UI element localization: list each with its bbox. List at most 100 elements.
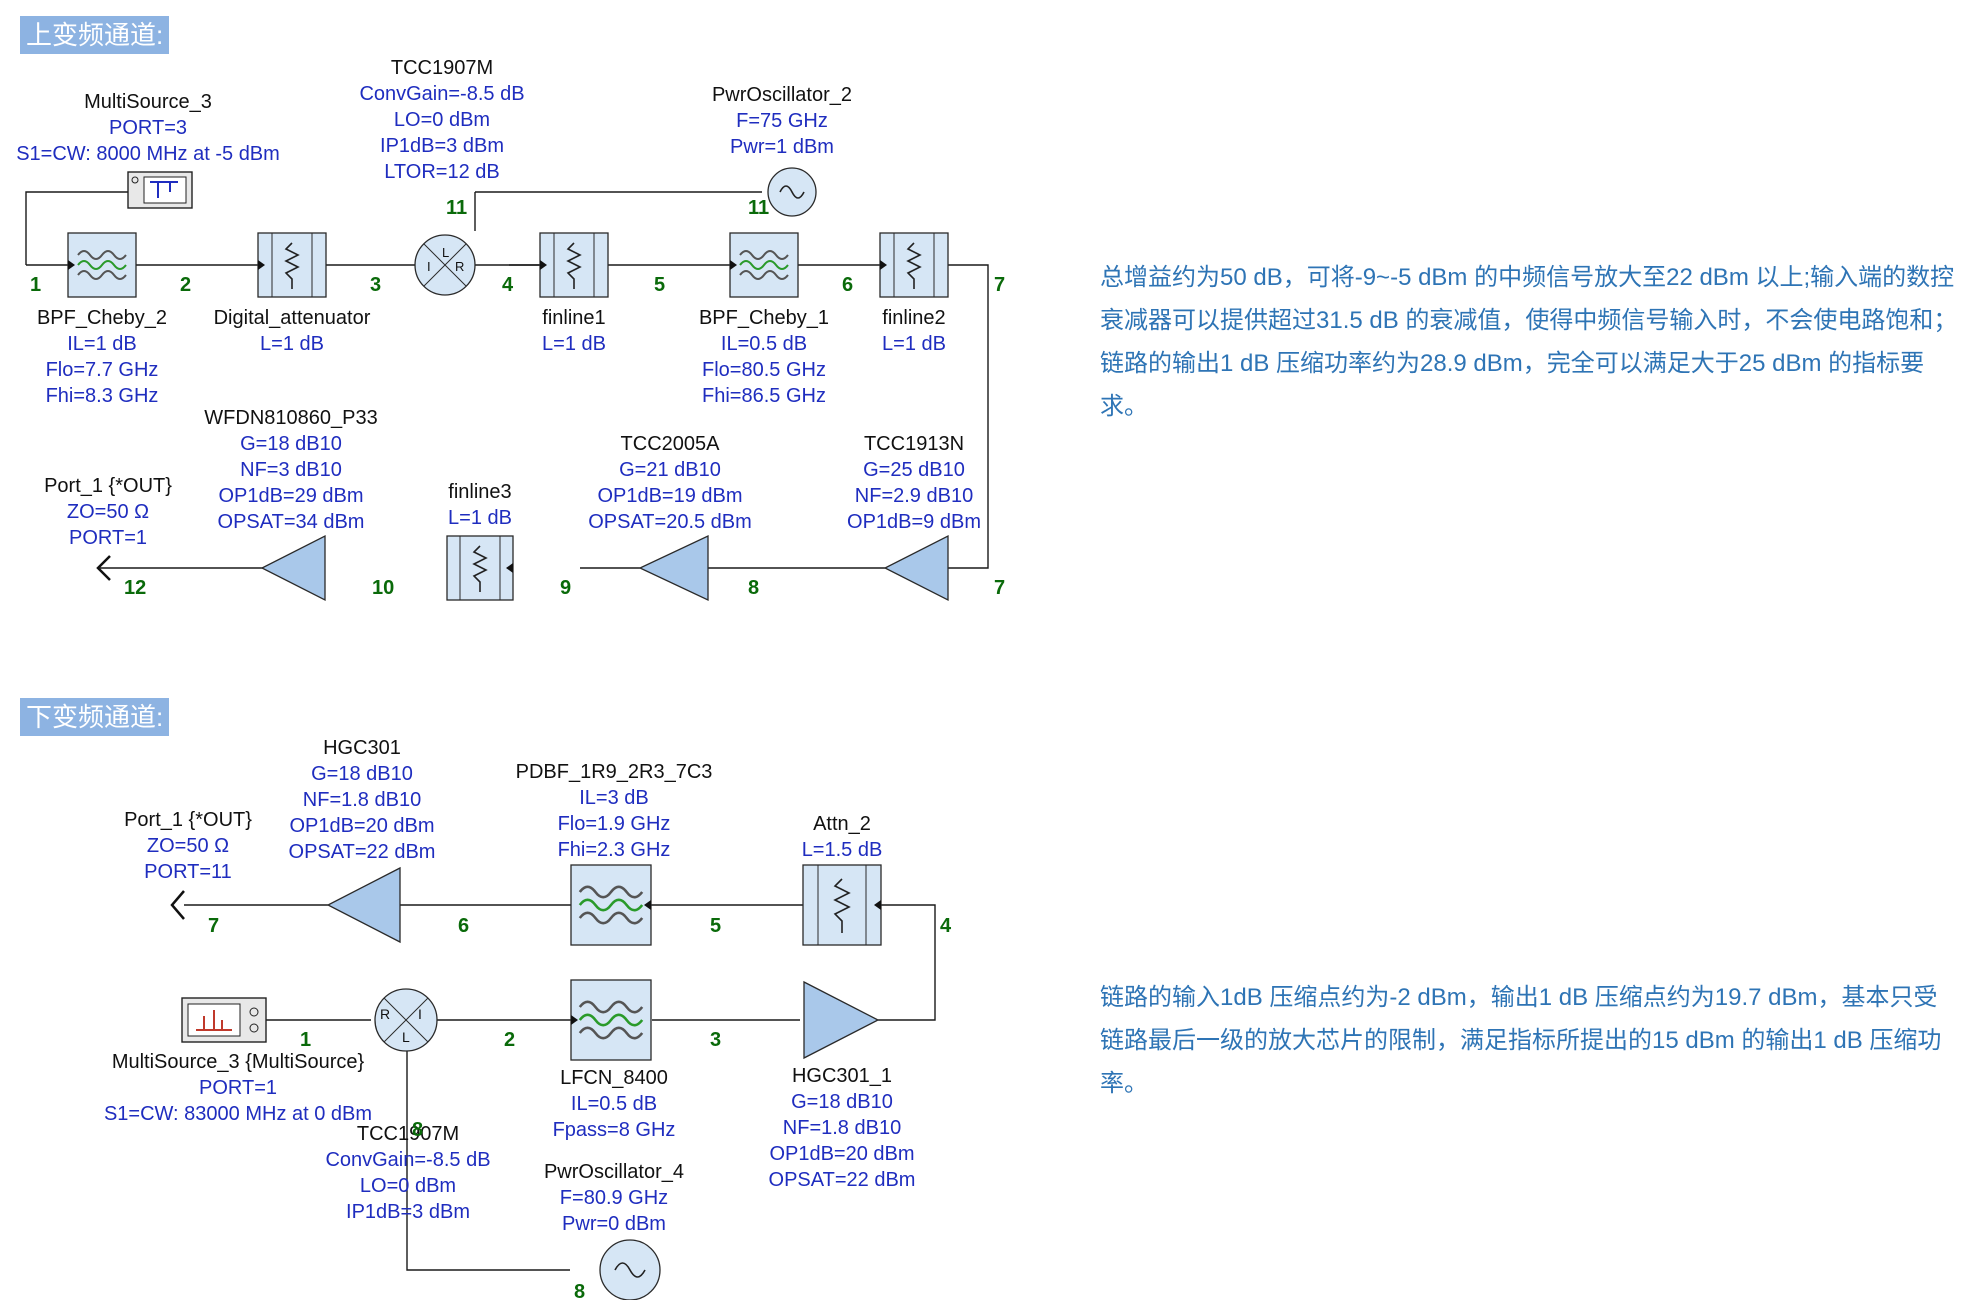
svg-text:I: I bbox=[427, 259, 431, 274]
down-param-port1-0: ZO=50 Ω bbox=[147, 835, 229, 857]
tcc1907m-up-symbol[interactable]: L I R bbox=[414, 234, 476, 296]
up-channel-title: 上变频通道: bbox=[20, 16, 170, 54]
up-param-bpf-cheby2-0: IL=1 dB bbox=[67, 333, 137, 355]
up-param-finline1-0: L=1 dB bbox=[542, 333, 606, 355]
up-node: 3 bbox=[370, 274, 381, 296]
down-node: 8 bbox=[574, 1281, 585, 1300]
hgc301-symbol[interactable] bbox=[326, 866, 401, 944]
up-node: 12 bbox=[124, 577, 146, 599]
up-param-tcc1913n-2: OP1dB=9 dBm bbox=[847, 511, 981, 533]
up-param-wfdn810860-2: OP1dB=29 dBm bbox=[218, 485, 363, 507]
down-param-pdbf-2: Fhi=2.3 GHz bbox=[558, 839, 671, 861]
pdbf-symbol[interactable] bbox=[570, 864, 652, 946]
up-param-port1-1: PORT=1 bbox=[69, 527, 147, 549]
up-param-tcc1913n-0: G=25 dB10 bbox=[863, 459, 965, 481]
up-node: 11 bbox=[446, 197, 467, 219]
up-label-bpf-cheby1: BPF_Cheby_1 bbox=[699, 307, 829, 329]
down-param-tcc1907m-1: LO=0 dBm bbox=[360, 1175, 456, 1197]
up-param-digital-attenuator-0: L=1 dB bbox=[260, 333, 324, 355]
down-param-hgc301-3: OPSAT=22 dBm bbox=[289, 841, 436, 863]
up-param-bpf-cheby2-2: Fhi=8.3 GHz bbox=[46, 385, 159, 407]
svg-text:I: I bbox=[418, 1006, 422, 1022]
svg-text:R: R bbox=[380, 1006, 390, 1022]
down-param-lfcn8400-0: IL=0.5 dB bbox=[571, 1093, 657, 1115]
up-node: 7 bbox=[994, 577, 1005, 599]
up-label-finline3: finline3 bbox=[448, 481, 511, 503]
attn2-symbol[interactable] bbox=[802, 864, 882, 946]
tcc2005a-symbol[interactable] bbox=[638, 534, 709, 602]
port1-out-up-symbol[interactable] bbox=[96, 555, 111, 581]
down-param-tcc1907m-0: ConvGain=-8.5 dB bbox=[325, 1149, 490, 1171]
down-param-hgc301-2: OP1dB=20 dBm bbox=[289, 815, 434, 837]
down-param-attn2-0: L=1.5 dB bbox=[802, 839, 883, 861]
down-node: 3 bbox=[710, 1029, 721, 1051]
down-param-multisource3-1: S1=CW: 83000 MHz at 0 dBm bbox=[104, 1103, 372, 1125]
down-param-hgc301-1-2: OP1dB=20 dBm bbox=[769, 1143, 914, 1165]
hgc301-1-symbol[interactable] bbox=[803, 980, 880, 1060]
up-node: 1 bbox=[30, 274, 41, 296]
up-param-wfdn810860-0: G=18 dB10 bbox=[240, 433, 342, 455]
finline1-symbol[interactable] bbox=[539, 232, 609, 298]
up-param-tcc2005a-2: OPSAT=20.5 dBm bbox=[588, 511, 752, 533]
down-param-pwroscillator4-0: F=80.9 GHz bbox=[560, 1187, 668, 1209]
down-channel-note: 链路的输入1dB 压缩点约为-2 dBm，输出1 dB 压缩点约为19.7 dB… bbox=[1100, 984, 1942, 1097]
up-label-tcc2005a: TCC2005A bbox=[621, 433, 721, 455]
up-param-tcc2005a-1: OP1dB=19 dBm bbox=[597, 485, 742, 507]
up-param-tcc2005a-0: G=21 dB10 bbox=[619, 459, 721, 481]
up-label-tcc1907m: TCC1907M bbox=[391, 57, 493, 79]
down-node: 2 bbox=[504, 1029, 515, 1051]
down-param-pwroscillator4-1: Pwr=0 dBm bbox=[562, 1213, 666, 1235]
tcc1913n-symbol[interactable] bbox=[883, 534, 949, 602]
finline3-symbol[interactable] bbox=[446, 535, 514, 601]
down-param-hgc301-1: NF=1.8 dB10 bbox=[303, 789, 421, 811]
up-label-finline2: finline2 bbox=[882, 307, 945, 329]
up-param-bpf-cheby1-0: IL=0.5 dB bbox=[721, 333, 807, 355]
down-node: 1 bbox=[300, 1029, 311, 1051]
up-param-tcc1913n-1: NF=2.9 dB10 bbox=[855, 485, 973, 507]
down-param-pdbf-0: IL=3 dB bbox=[579, 787, 649, 809]
up-label-bpf-cheby2: BPF_Cheby_2 bbox=[37, 307, 167, 329]
up-node: 10 bbox=[372, 577, 394, 599]
lfcn8400-symbol[interactable] bbox=[570, 979, 652, 1061]
down-node: 4 bbox=[940, 915, 952, 937]
down-param-lfcn8400-1: Fpass=8 GHz bbox=[553, 1119, 676, 1141]
up-param-pwroscillator2-0: F=75 GHz bbox=[736, 110, 828, 132]
wfdn810860-symbol[interactable] bbox=[260, 534, 326, 602]
up-param-tcc1907m-1: LO=0 dBm bbox=[394, 109, 490, 131]
up-param-bpf-cheby1-2: Fhi=86.5 GHz bbox=[702, 385, 826, 407]
up-param-bpf-cheby1-1: Flo=80.5 GHz bbox=[702, 359, 826, 381]
down-channel-title: 下变频通道: bbox=[20, 698, 170, 736]
down-label-pdbf: PDBF_1R9_2R3_7C3 bbox=[516, 761, 713, 783]
port1-out-down-symbol[interactable] bbox=[170, 890, 185, 920]
up-param-multisource3-0: PORT=3 bbox=[109, 117, 187, 139]
up-node: 5 bbox=[654, 274, 665, 296]
down-node: 5 bbox=[710, 915, 721, 937]
pwroscillator4-symbol[interactable] bbox=[599, 1239, 661, 1300]
up-param-tcc1907m-2: IP1dB=3 dBm bbox=[380, 135, 504, 157]
up-param-tcc1907m-3: LTOR=12 dB bbox=[384, 161, 499, 183]
down-node: 8 bbox=[412, 1119, 423, 1141]
pwroscillator2-symbol[interactable] bbox=[767, 167, 817, 217]
up-param-multisource3-1: S1=CW: 8000 MHz at -5 dBm bbox=[16, 143, 280, 165]
multisource3-down-symbol[interactable] bbox=[181, 997, 267, 1043]
up-node: 7 bbox=[994, 274, 1005, 296]
tcc1907m-down-symbol[interactable]: R I L bbox=[374, 988, 438, 1052]
digital-attenuator-symbol[interactable] bbox=[257, 232, 327, 298]
up-label-tcc1913n: TCC1913N bbox=[864, 433, 964, 455]
up-param-finline2-0: L=1 dB bbox=[882, 333, 946, 355]
up-param-port1-0: ZO=50 Ω bbox=[67, 501, 149, 523]
up-node: 4 bbox=[502, 274, 514, 296]
down-chain-wires bbox=[184, 904, 936, 1271]
multisource3-up-symbol[interactable] bbox=[127, 171, 193, 209]
up-node: 8 bbox=[748, 577, 759, 599]
down-label-tcc1907m: TCC1907M bbox=[357, 1123, 459, 1145]
up-param-tcc1907m-0: ConvGain=-8.5 dB bbox=[359, 83, 524, 105]
up-node: 2 bbox=[180, 274, 191, 296]
down-node: 6 bbox=[458, 915, 469, 937]
finline2-symbol[interactable] bbox=[879, 232, 949, 298]
down-param-tcc1907m-2: IP1dB=3 dBm bbox=[346, 1201, 470, 1223]
bpf-cheby2-symbol[interactable] bbox=[67, 232, 137, 298]
down-label-hgc301: HGC301 bbox=[323, 737, 401, 759]
bpf-cheby1-symbol[interactable] bbox=[729, 232, 799, 298]
